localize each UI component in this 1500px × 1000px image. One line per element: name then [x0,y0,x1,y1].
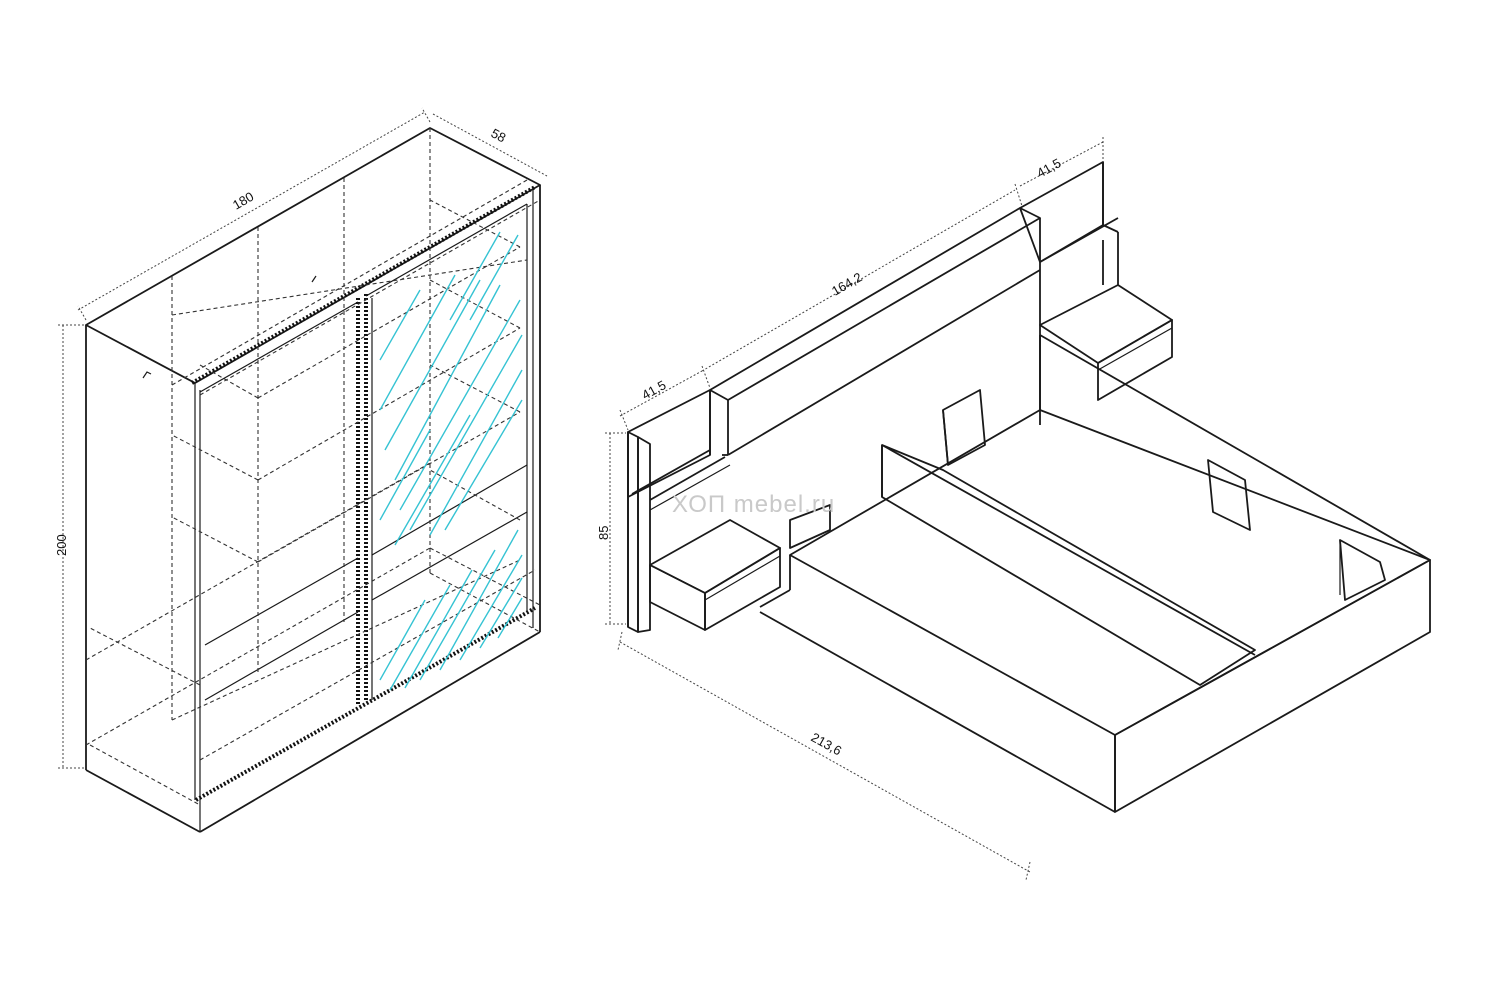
wardrobe-height-label: 200 [54,534,69,556]
watermark-text: ХОП mebel.ru [672,491,835,518]
bed-dimensions [605,137,1104,881]
bed-headboard-label: 164,2 [829,269,865,298]
wardrobe-dimensions [58,107,548,769]
wardrobe-drawing: 180 58 200 [54,107,548,833]
wardrobe-width-label: 180 [230,189,256,213]
bed-right-shelf-label: 41,5 [1034,155,1063,180]
bed-height-label: 85 [596,526,611,540]
mirror-upper-hatching [379,231,523,546]
bed-length-label: 213,6 [809,730,845,759]
wardrobe-depth-label: 58 [489,125,509,145]
mirror-lower-hatching [379,529,523,691]
bed-left-shelf-label: 41,5 [639,377,668,402]
